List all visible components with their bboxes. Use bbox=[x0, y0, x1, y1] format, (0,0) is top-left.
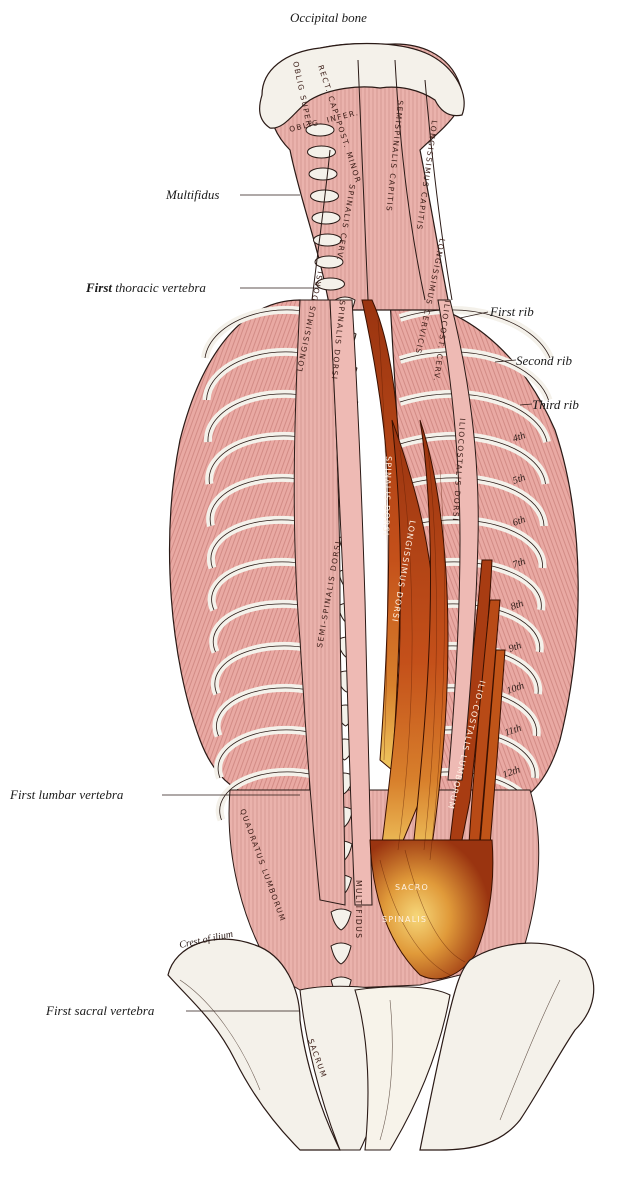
occipital-bone bbox=[259, 42, 465, 129]
rib-number-label: 9th bbox=[507, 640, 523, 655]
svg-text:SPINALIS DORSI: SPINALIS DORSI bbox=[381, 456, 393, 537]
iliocostalis-dorsi bbox=[437, 299, 479, 781]
label-occipital-bone: Occipital bone bbox=[290, 10, 367, 25]
label-first-sacral-vertebra: First sacral vertebra bbox=[46, 1003, 155, 1018]
rib-number-label: 11th bbox=[503, 723, 523, 739]
cervical-vertebra bbox=[307, 145, 336, 159]
svg-text:SACRO: SACRO bbox=[395, 883, 429, 892]
label-first-thoracic-rest: thoracic vertebra bbox=[112, 280, 206, 295]
leader-lines bbox=[162, 194, 533, 1012]
cervical-vertebra bbox=[311, 211, 341, 225]
cervical-vertebra bbox=[305, 123, 335, 137]
vertebra bbox=[330, 908, 352, 931]
pelvis bbox=[167, 938, 595, 1151]
rib-number-label: 4th bbox=[511, 430, 527, 445]
vertebra bbox=[330, 942, 352, 965]
label-multifidus: Multifidus bbox=[166, 187, 220, 202]
rib-number-label: 5th bbox=[511, 472, 527, 487]
label-second-rib: Second rib bbox=[516, 353, 572, 368]
cervical-vertebra bbox=[316, 277, 345, 291]
cervical-vertebra bbox=[314, 255, 344, 269]
rib-number-label: 6th bbox=[511, 514, 527, 529]
rib-number-label: 8th bbox=[509, 598, 525, 613]
label-third-rib: Third rib bbox=[532, 397, 579, 412]
erector-spinae-highlight bbox=[361, 299, 506, 980]
neck-muscles bbox=[259, 42, 465, 311]
cervical-vertebra bbox=[308, 167, 338, 181]
rib-number-label: 7th bbox=[511, 556, 527, 571]
label-first-lumbar-vertebra: First lumbar vertebra bbox=[10, 787, 124, 802]
label-first-thoracic-bold: First bbox=[86, 280, 113, 295]
label-first-rib: First rib bbox=[490, 304, 534, 319]
label-first-thoracic-vertebra: First thoracic vertebra bbox=[86, 280, 206, 295]
svg-text:MULTIFIDUS: MULTIFIDUS bbox=[354, 880, 363, 939]
left-deep-muscles bbox=[293, 299, 373, 906]
cervical-vertebra bbox=[313, 233, 342, 247]
svg-text:SPINALIS: SPINALIS bbox=[382, 915, 427, 924]
